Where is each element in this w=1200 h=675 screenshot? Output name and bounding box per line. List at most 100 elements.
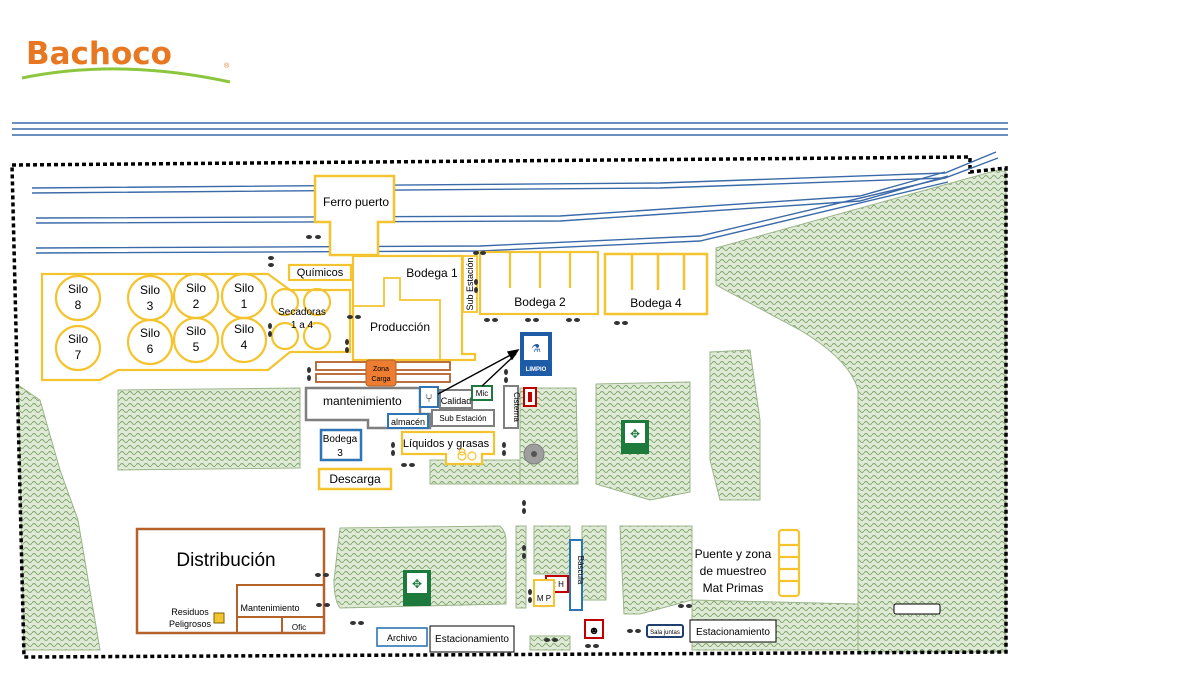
footprint-icon [391,442,395,456]
estacionamiento-south-label: Estacionamiento [435,634,509,645]
footprint-icon [544,638,558,642]
sub-estacion-label: Sub Estación [439,414,486,423]
green-area-southeast [619,525,693,615]
footprint-icon [528,589,532,603]
footprint-icon [522,545,526,559]
bodega-2-label: Bodega 2 [514,295,566,309]
bodega-3-label: Bodega [323,434,358,445]
silo-6-number: 6 [147,342,154,356]
quimicos-building [287,263,353,282]
silo-1-label: Silo [234,281,254,295]
bascula-building [569,539,583,611]
footprint-icon [678,604,692,608]
almacen-label: almacén [391,417,425,427]
footprint-icon [525,318,539,322]
residuos-label-2: Peligrosos [169,619,212,629]
footprint-icon [315,573,329,577]
calidad-label: Calidad [441,396,472,406]
quimicos-label: Químicos [297,267,344,279]
almacen-building [387,413,429,429]
footprint-icon [316,603,330,607]
footprint-icon [502,442,506,456]
footprint-icon [268,256,274,267]
archivo-label: Archivo [387,633,417,643]
green-area-south-strip1 [515,525,527,609]
green-area-south [333,525,507,609]
secadoras-range: 1 a 4 [291,320,314,331]
silo-3-label: Silo [140,283,160,297]
sala-juntas-building [646,624,684,638]
mantenimiento-2-label: Mantenimiento [240,603,299,613]
mic-label: Mic [476,389,488,398]
logo-text: Bachoco [26,36,172,72]
descarga-building [317,467,393,491]
footprint-icon [347,315,361,319]
silo-2-label: Silo [186,281,206,295]
limpio-sign: ⚗ LIMPIO [520,332,552,376]
footprint-icon [566,318,580,322]
green-area-west-center [117,387,301,471]
estacionamiento-east [689,619,777,643]
sub-estacion-building [431,409,495,427]
silo-5-number: 5 [193,340,200,354]
svg-text:☻: ☻ [588,625,600,637]
svg-text:✥: ✥ [630,427,640,441]
green-area-west [17,384,101,651]
silo-4-number: 4 [241,338,248,352]
green-area-gate [529,635,571,651]
silo-6-label: Silo [140,326,160,340]
estacionamiento-east-label: Estacionamiento [696,627,770,638]
ferro-puerto-label: Ferro puerto [323,195,389,209]
assembly-point-icon-east: ✥ [621,420,649,454]
hazard-icon [213,612,225,624]
silo-8-number: 8 [75,298,82,312]
footprint-icon [522,500,526,514]
bodega-4-building [603,252,709,316]
bodega-3-building [319,428,363,462]
footprint-icon [306,235,321,239]
liquidos-grasas-label: Líquidos y grasas [403,438,490,450]
mantenimiento-label: mantenimiento [323,394,402,408]
liquidos-grasas-building [400,430,496,466]
distribucion-building [135,527,326,635]
bascula-label: Báscula [576,556,585,585]
footprint-icon [585,644,599,648]
sala-juntas-label: Sala juntas [650,630,680,636]
footprint-icon [484,318,498,322]
mp-building [533,579,555,607]
green-area-strip [709,349,761,501]
footprint-icon [474,279,478,293]
zona-carga: Zona Carga [315,359,451,387]
silo-7-number: 7 [75,348,82,362]
limpio-label: LIMPIO [526,367,547,373]
green-area-south-strip2 [533,525,571,575]
svg-text:✥: ✥ [412,577,422,591]
silo-labels: Silo 8 Silo 7 Silo 3 Silo 6 Silo 2 Silo … [68,281,326,362]
footprint-icons [268,235,692,648]
distribucion-label: Distribución [176,550,275,571]
bodega-2-building [478,250,600,316]
bodega-4-label: Bodega 4 [630,296,682,310]
ofic-label: Ofic [292,623,306,632]
silo-1-number: 1 [241,297,248,311]
silo-4-label: Silo [234,322,254,336]
ferro-puerto-building [313,174,396,257]
footprint-icon [268,323,272,337]
comedor-icon [419,386,439,408]
silo-8-label: Silo [68,282,88,296]
archivo-building [376,627,428,647]
silos-area [40,272,352,382]
tanks [457,448,477,461]
estacionamiento-south [429,625,515,653]
puente-label: Puente y zona [695,547,772,561]
puente-label-2: de muestreo [700,564,767,578]
arrows [437,348,520,395]
gate-bar [893,603,941,615]
secadoras-label: Secadoras [278,307,326,318]
cisterna-building [503,385,519,429]
bachoco-logo: Bachoco ® [21,36,231,84]
footprint-icon [350,621,364,625]
fork-knife-icon: ⑂ [425,391,432,405]
